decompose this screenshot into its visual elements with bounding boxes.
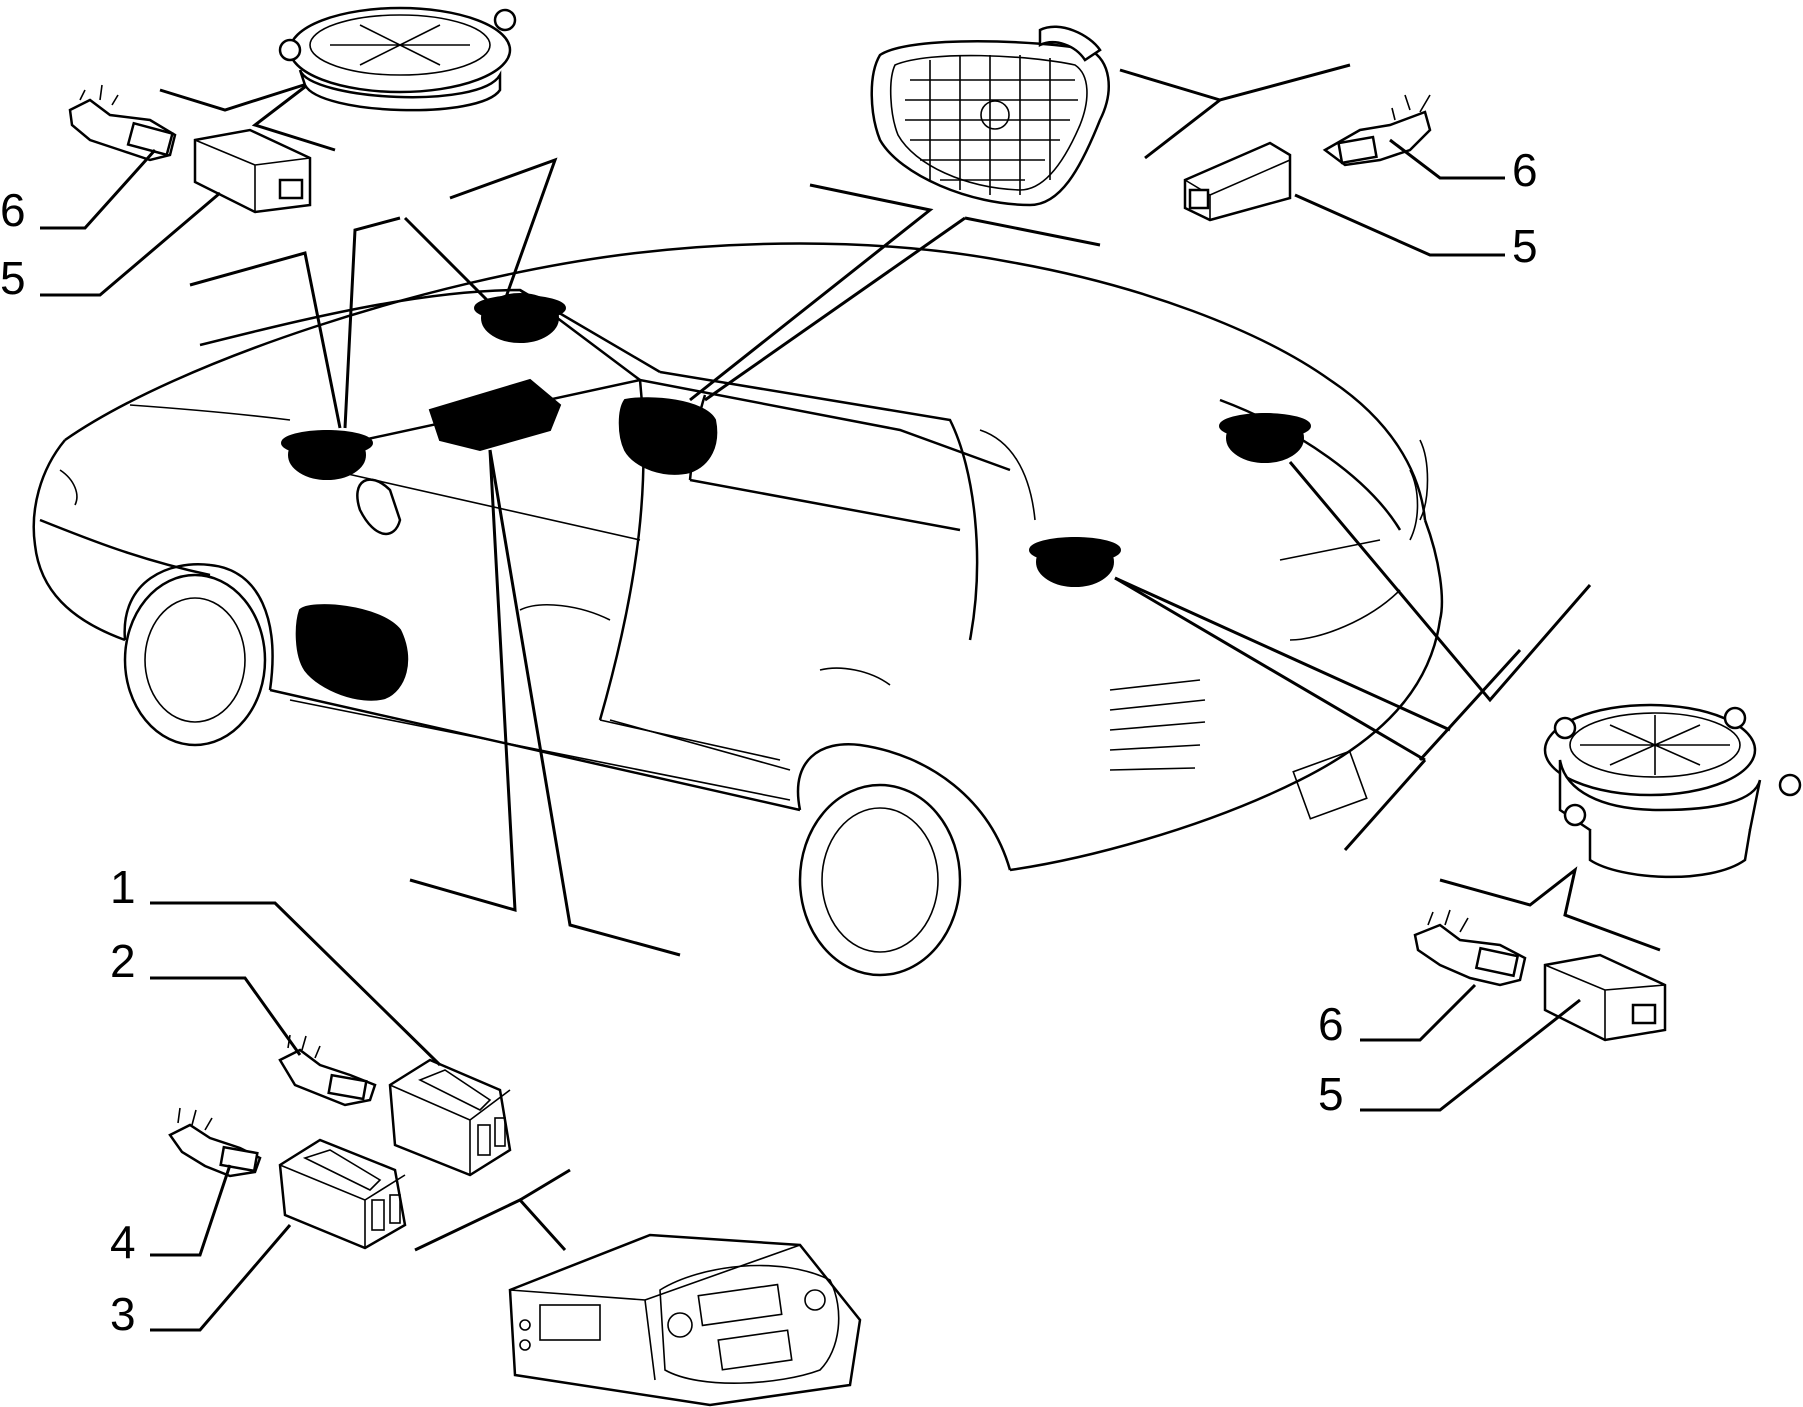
callout-bl-2: 2 (110, 935, 136, 987)
terminal-2 (278, 1034, 377, 1107)
leader-lines (159, 63, 1661, 1252)
connector-3 (278, 1138, 407, 1250)
callout-tl-6: 6 (0, 184, 26, 236)
callout-tl-5: 5 (0, 252, 26, 304)
callout-bl-1: 1 (110, 861, 136, 913)
car-body (32, 242, 1444, 977)
callout-bl-4: 4 (110, 1216, 136, 1268)
terminal-bottom-right (1413, 909, 1527, 987)
connector-bottom-right (1543, 953, 1667, 1042)
radio-unit-mark (428, 378, 562, 452)
speaker-top-left (278, 6, 517, 112)
connector-top-right (1183, 141, 1292, 222)
callout-tr-6: 6 (1512, 144, 1538, 196)
callout-br-5: 5 (1318, 1068, 1344, 1120)
callout-bl-3: 3 (110, 1288, 136, 1340)
front-door-speaker-mark (295, 604, 409, 701)
callouts: 6 5 6 5 6 5 1 2 4 3 (0, 138, 1581, 1340)
callout-br-6: 6 (1318, 998, 1344, 1050)
speaker-bottom-right (1543, 703, 1802, 879)
terminal-top-left (68, 84, 177, 162)
radio-head-unit (508, 1233, 862, 1407)
terminal-4 (168, 1107, 262, 1178)
connector-1 (388, 1058, 512, 1177)
rear-door-speaker-mark (618, 397, 718, 475)
callout-tr-5: 5 (1512, 220, 1538, 272)
speaker-locations (281, 293, 1311, 701)
connector-top-left (193, 128, 312, 214)
terminal-top-right (1322, 94, 1432, 167)
speaker-top-right (870, 25, 1110, 207)
